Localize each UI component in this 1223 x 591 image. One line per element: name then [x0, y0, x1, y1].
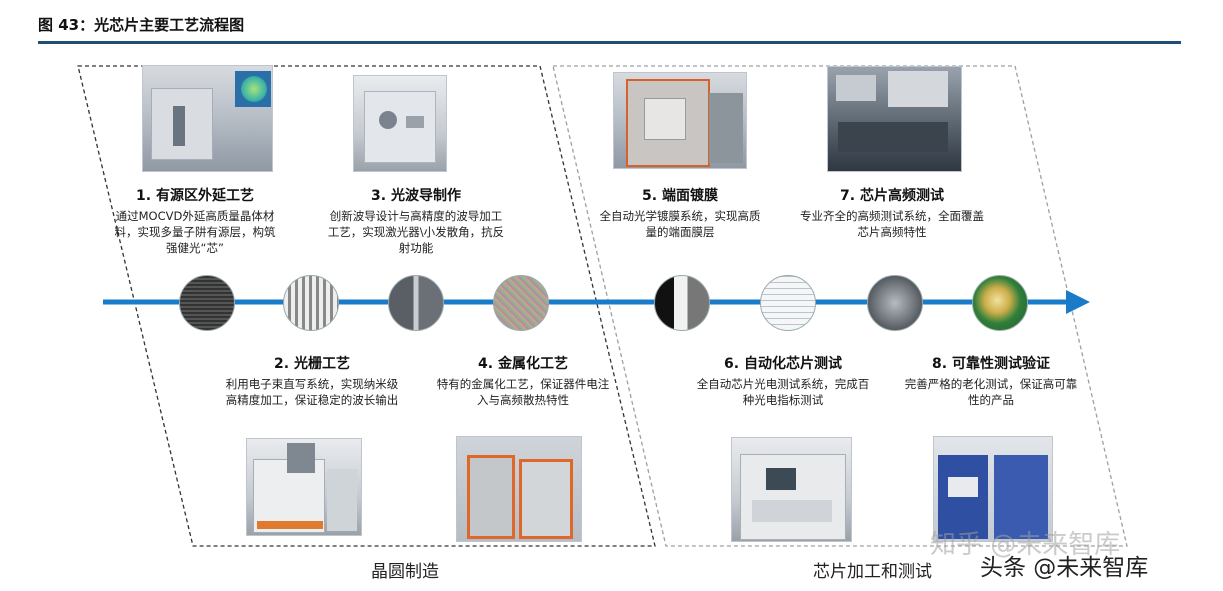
- process-flow-arrowhead: [1066, 290, 1090, 314]
- metallization-icon: [493, 275, 549, 331]
- watermark-zhihu: 知乎 @未来智库: [930, 530, 1121, 560]
- waveguide-icon: [388, 275, 444, 331]
- step-3-description: 创新波导设计与高精度的波导加工工艺，实现激光器\小发散角，抗反射功能: [327, 209, 505, 255]
- reliability-aging-test-photo: [933, 436, 1053, 542]
- title-rule: [38, 41, 1181, 44]
- automated-test-icon: [760, 275, 816, 331]
- step-6-automated-test: 6. 自动化芯片测试 全自动芯片光电测试系统，完成百种光电指标测试: [692, 353, 874, 408]
- watermark-toutiao: 头条 @未来智库: [980, 555, 1149, 581]
- e-beam-lithography-photo: [246, 438, 362, 536]
- phase-wafer-fabrication-label: 晶圆制造: [371, 562, 439, 582]
- waveguide-equipment-photo: [353, 75, 447, 172]
- step-5-facet-coating: 5. 端面镀膜 全自动光学镀膜系统，实现高质量的端面膜层: [594, 185, 766, 240]
- step-7-description: 专业齐全的高频测试系统，全面覆盖芯片高频特性: [800, 209, 984, 239]
- step-4-title: 4. 金属化工艺: [478, 356, 568, 372]
- step-8-description: 完善严格的老化测试，保证高可靠性的产品: [904, 377, 1078, 407]
- step-6-description: 全自动芯片光电测试系统，完成百种光电指标测试: [696, 377, 870, 407]
- epitaxy-wafer-icon: [179, 275, 235, 331]
- step-5-description: 全自动光学镀膜系统，实现高质量的端面膜层: [599, 209, 761, 239]
- step-2-title: 2. 光栅工艺: [274, 356, 350, 372]
- step-8-reliability-test: 8. 可靠性测试验证 完善严格的老化测试，保证高可靠性的产品: [903, 353, 1079, 408]
- step-5-title: 5. 端面镀膜: [642, 188, 718, 204]
- phase-chip-processing-label: 芯片加工和测试: [813, 562, 932, 582]
- step-1-description: 通过MOCVD外延高质量晶体材料，实现多量子阱有源层，构筑强健光“芯”: [114, 209, 276, 255]
- step-1-title: 1. 有源区外延工艺: [136, 188, 254, 204]
- facet-coating-icon: [654, 275, 710, 331]
- facet-coating-equipment-photo: [613, 72, 747, 169]
- step-2-grating: 2. 光栅工艺 利用电子束直写系统，实现纳米级高精度加工，保证稳定的波长输出: [222, 353, 402, 408]
- automated-test-equipment-photo: [731, 437, 852, 542]
- step-3-title: 3. 光波导制作: [371, 188, 461, 204]
- wafer-fabrication-boundary: [77, 65, 656, 547]
- figure-title: 图 43：光芯片主要工艺流程图: [38, 16, 245, 34]
- mocvd-equipment-photo: [142, 65, 273, 172]
- step-7-high-frequency-test: 7. 芯片高频测试 专业齐全的高频测试系统，全面覆盖芯片高频特性: [797, 185, 987, 240]
- laser-package-icon: [972, 275, 1028, 331]
- step-4-metallization: 4. 金属化工艺 特有的金属化工艺，保证器件电注入与高频散热特性: [434, 353, 612, 408]
- grating-icon: [283, 275, 339, 331]
- step-7-title: 7. 芯片高频测试: [840, 188, 944, 204]
- metallization-equipment-photo: [456, 436, 582, 542]
- step-8-title: 8. 可靠性测试验证: [932, 356, 1050, 372]
- step-3-waveguide: 3. 光波导制作 创新波导设计与高精度的波导加工工艺，实现激光器\小发散角，抗反…: [326, 185, 506, 256]
- step-4-description: 特有的金属化工艺，保证器件电注入与高频散热特性: [436, 377, 610, 407]
- high-frequency-chip-icon: [867, 275, 923, 331]
- step-1-epitaxy: 1. 有源区外延工艺 通过MOCVD外延高质量晶体材料，实现多量子阱有源层，构筑…: [110, 185, 280, 256]
- step-6-title: 6. 自动化芯片测试: [724, 356, 842, 372]
- step-2-description: 利用电子束直写系统，实现纳米级高精度加工，保证稳定的波长输出: [225, 377, 399, 407]
- high-frequency-test-lab-photo: [827, 66, 962, 172]
